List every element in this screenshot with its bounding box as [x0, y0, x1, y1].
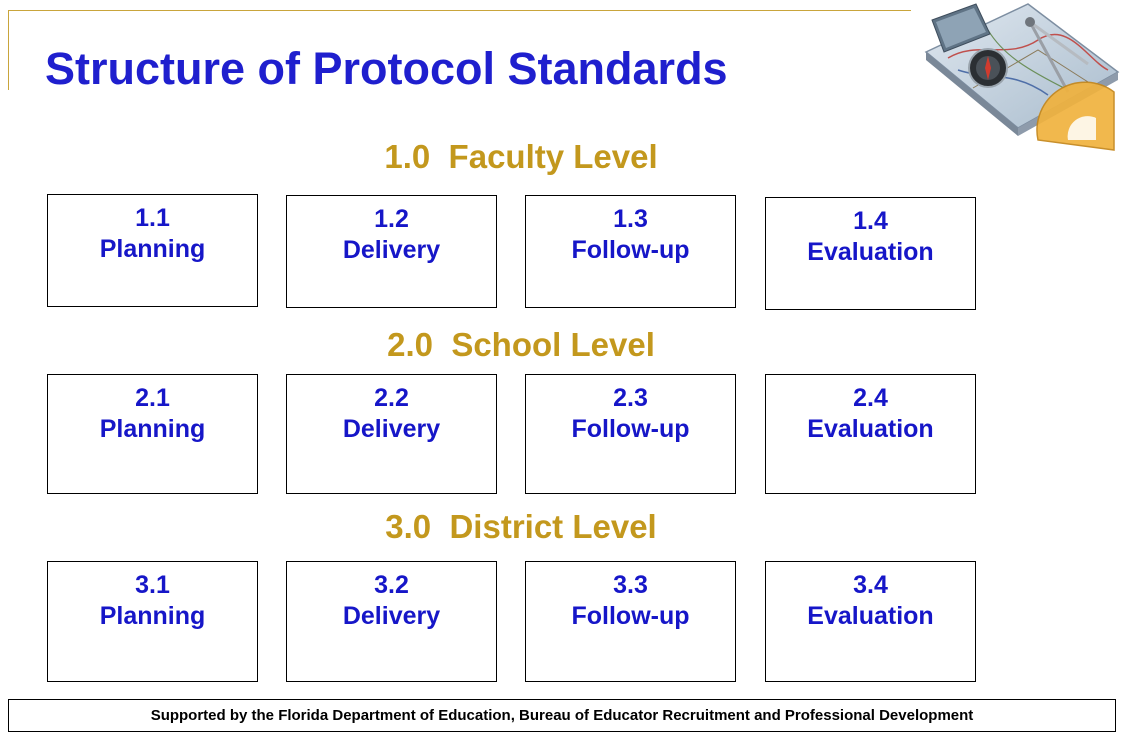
footer-text: Supported by the Florida Department of E…: [150, 707, 974, 724]
standard-box-2-3: 2.3 Follow-up: [525, 374, 736, 494]
level-heading-district: 3.0 District Level: [385, 508, 657, 545]
standard-number: 2.1: [135, 384, 170, 412]
standard-box-3-2: 3.2 Delivery: [286, 561, 497, 682]
standard-label: Follow-up: [571, 236, 690, 264]
standard-label: Delivery: [342, 602, 441, 630]
standard-label: Planning: [99, 415, 206, 443]
standard-label: Delivery: [342, 415, 441, 443]
standard-label: Planning: [99, 235, 206, 263]
level-heading-school: 2.0 School Level: [387, 326, 655, 363]
standard-box-1-1: 1.1 Planning: [47, 194, 258, 307]
standard-box-3-3: 3.3 Follow-up: [525, 561, 736, 682]
standard-box-3-4: 3.4 Evaluation: [765, 561, 976, 682]
slide-title: Structure of Protocol Standards: [45, 43, 728, 94]
standard-label: Follow-up: [571, 415, 690, 443]
standard-number: 1.1: [135, 204, 170, 232]
standard-label: Evaluation: [807, 415, 934, 443]
left-rule: [8, 10, 9, 90]
standard-box-1-2: 1.2 Delivery: [286, 195, 497, 308]
standard-number: 1.2: [374, 205, 409, 233]
standard-label: Evaluation: [807, 238, 934, 266]
standard-box-2-1: 2.1 Planning: [47, 374, 258, 494]
level-heading-faculty: 1.0 Faculty Level: [384, 138, 658, 175]
standard-number: 2.3: [613, 384, 648, 412]
standard-box-2-4: 2.4 Evaluation: [765, 374, 976, 494]
standard-box-1-3: 1.3 Follow-up: [525, 195, 736, 308]
standard-number: 1.3: [613, 205, 648, 233]
standard-box-3-1: 3.1 Planning: [47, 561, 258, 682]
top-rule: [8, 10, 911, 11]
standard-number: 3.4: [853, 571, 888, 599]
standard-number: 1.4: [853, 207, 888, 235]
standard-box-2-2: 2.2 Delivery: [286, 374, 497, 494]
standard-number: 3.3: [613, 571, 648, 599]
standard-label: Planning: [99, 602, 206, 630]
standard-label: Follow-up: [571, 602, 690, 630]
standard-box-1-4: 1.4 Evaluation: [765, 197, 976, 310]
map-compass-clipart-icon: [924, 3, 1120, 151]
standard-label: Evaluation: [807, 602, 934, 630]
footer-credit: Supported by the Florida Department of E…: [8, 699, 1116, 732]
standard-number: 3.2: [374, 571, 409, 599]
standard-label: Delivery: [342, 236, 441, 264]
standard-number: 2.2: [374, 384, 409, 412]
standard-number: 2.4: [853, 384, 888, 412]
standard-number: 3.1: [135, 571, 170, 599]
